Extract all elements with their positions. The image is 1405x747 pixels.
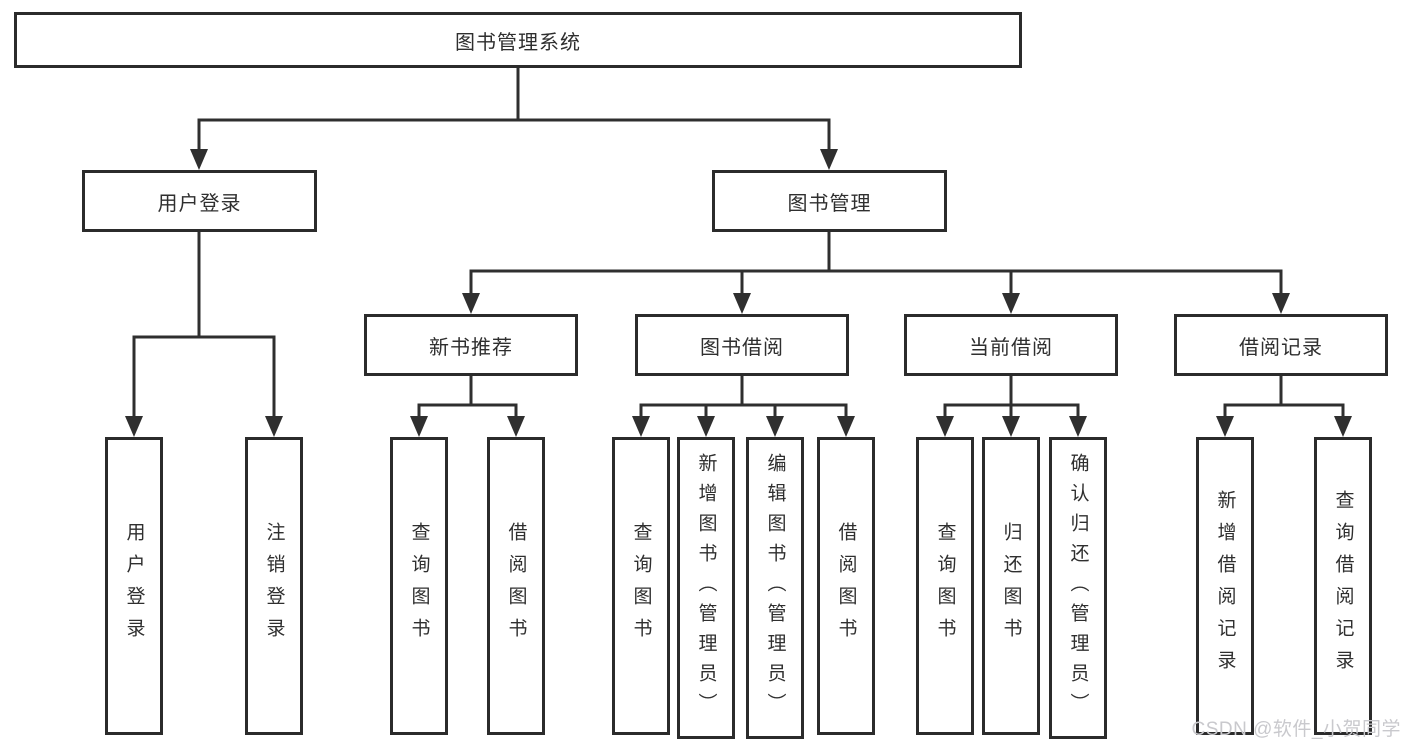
leaf-user-login: 用户登录 xyxy=(105,437,163,735)
node-label: 借阅记录 xyxy=(1239,336,1323,359)
leaf-return-books: 归还图书 xyxy=(982,437,1040,735)
node-label: 图书管理 xyxy=(787,192,872,215)
leaf-query-books-borrowing: 查询图书 xyxy=(612,437,670,735)
node-label: 查询图书 xyxy=(934,522,956,650)
leaf-confirm-return-admin: 确认归还（管理员） xyxy=(1049,437,1107,739)
leaf-logout: 注销登录 xyxy=(245,437,303,735)
node-label: 借阅图书 xyxy=(505,522,527,650)
node-label: 用户登录 xyxy=(157,192,242,215)
node-label: 图书借阅 xyxy=(700,336,784,359)
node-label: 当前借阅 xyxy=(969,336,1053,359)
node-label: 编辑图书（管理员） xyxy=(764,453,786,723)
node-book-borrowing: 图书借阅 xyxy=(635,314,849,376)
leaf-add-borrow-record: 新增借阅记录 xyxy=(1196,437,1254,735)
leaf-borrow-books-recommend: 借阅图书 xyxy=(487,437,545,735)
node-label: 借阅图书 xyxy=(835,522,857,650)
node-library-management-system: 图书管理系统 xyxy=(14,12,1022,68)
csdn-watermark: CSDN @软件_小贺同学 xyxy=(1191,719,1401,740)
node-label: 新增图书（管理员） xyxy=(695,453,717,723)
arrowhead-icons xyxy=(125,149,1352,437)
node-label: 用户登录 xyxy=(123,522,145,650)
leaf-add-books-admin: 新增图书（管理员） xyxy=(677,437,735,739)
node-label: 归还图书 xyxy=(1000,522,1022,650)
leaf-query-books-current: 查询图书 xyxy=(916,437,974,735)
leaf-edit-books-admin: 编辑图书（管理员） xyxy=(746,437,804,739)
node-label: 查询借阅记录 xyxy=(1332,490,1354,682)
node-user-login: 用户登录 xyxy=(82,170,317,232)
leaf-query-borrow-record: 查询借阅记录 xyxy=(1314,437,1372,735)
node-borrowing-records: 借阅记录 xyxy=(1174,314,1388,376)
node-current-borrowing: 当前借阅 xyxy=(904,314,1118,376)
node-book-management: 图书管理 xyxy=(712,170,947,232)
node-label: 确认归还（管理员） xyxy=(1067,453,1089,723)
node-label: 注销登录 xyxy=(263,522,285,650)
node-label: 新书推荐 xyxy=(429,336,513,359)
node-label: 查询图书 xyxy=(630,522,652,650)
node-new-book-recommendation: 新书推荐 xyxy=(364,314,578,376)
node-label: 新增借阅记录 xyxy=(1214,490,1236,682)
node-label: 图书管理系统 xyxy=(455,31,581,54)
node-label: 查询图书 xyxy=(408,522,430,650)
leaf-query-books-recommend: 查询图书 xyxy=(390,437,448,735)
leaf-borrow-books-borrowing: 借阅图书 xyxy=(817,437,875,735)
